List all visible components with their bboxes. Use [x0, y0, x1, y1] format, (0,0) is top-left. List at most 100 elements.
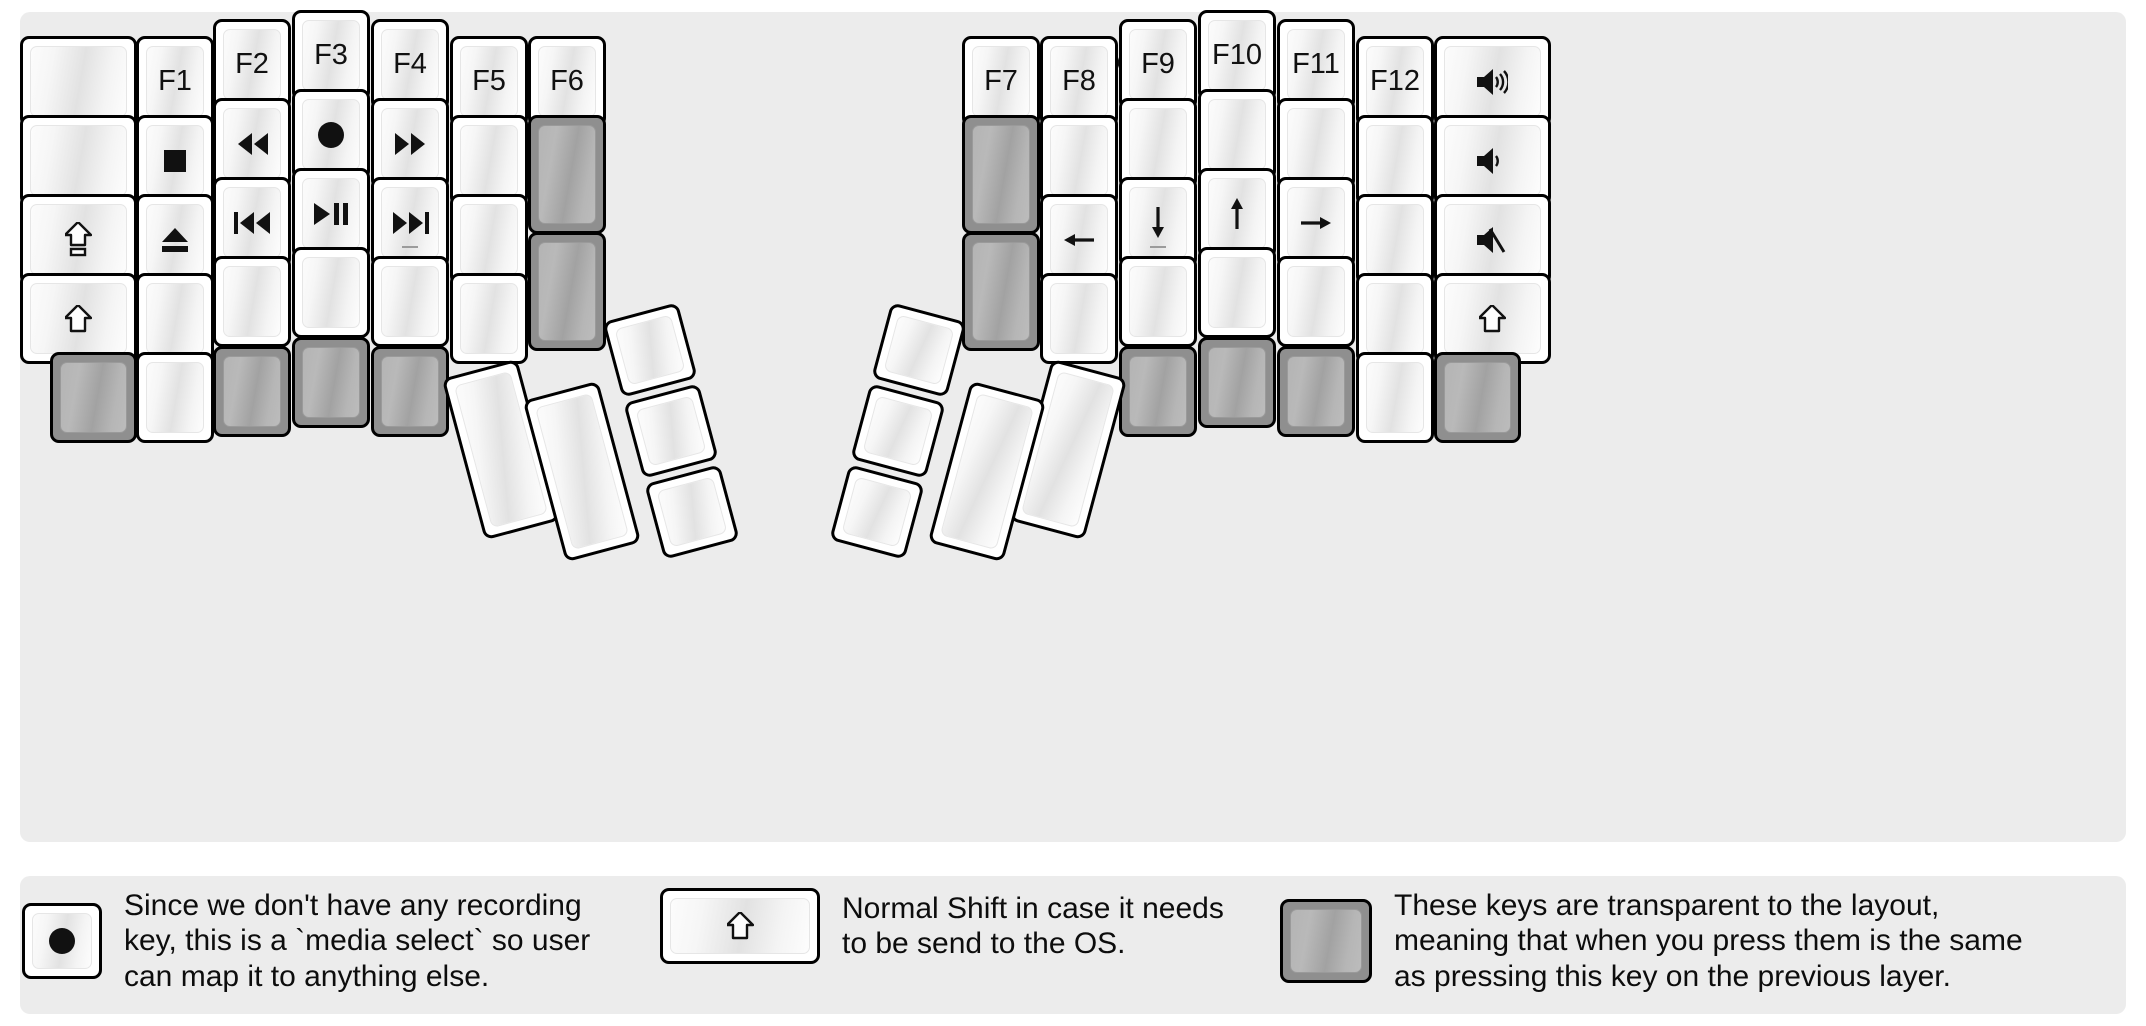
- key-left-media-record[interactable]: [292, 89, 370, 180]
- key-left-media-eject[interactable]: [136, 194, 214, 285]
- keycap-face: F1: [146, 46, 204, 117]
- keycap-face: F7: [972, 46, 1030, 117]
- key-left-shift[interactable]: [20, 273, 137, 364]
- key-right-col3-row1[interactable]: [1198, 89, 1276, 180]
- key-left-media-rewind[interactable]: [213, 98, 291, 189]
- key-left-f6[interactable]: F6: [528, 36, 606, 127]
- key-right-f8[interactable]: F8: [1040, 36, 1118, 127]
- key-left-media-next-track[interactable]: [371, 177, 449, 268]
- keycap-face: [1366, 204, 1424, 275]
- key-left-media-play-pause[interactable]: [292, 168, 370, 259]
- key-label: F7: [984, 65, 1018, 97]
- key-right-f11[interactable]: F11: [1277, 19, 1355, 110]
- key-label: F8: [1062, 65, 1096, 97]
- keycap-face: [972, 242, 1030, 341]
- key-right-col0-tall1-transparent[interactable]: [962, 115, 1040, 234]
- key-right-col0-tall2-transparent[interactable]: [962, 232, 1040, 351]
- key-right-col4-row1[interactable]: [1277, 98, 1355, 189]
- key-left-col3-row3[interactable]: [292, 247, 370, 338]
- key-right-col2-row1[interactable]: [1119, 98, 1197, 189]
- key-left-col6-tall2-transparent[interactable]: [528, 232, 606, 351]
- key-right-col5-row3[interactable]: [1356, 273, 1434, 364]
- key-left-caps-lock[interactable]: [20, 194, 137, 285]
- key-left-f4[interactable]: F4: [371, 19, 449, 110]
- legend-panel: [20, 876, 2126, 1014]
- key-right-col5-row1[interactable]: [1356, 115, 1434, 206]
- key-left-col5-row3[interactable]: [450, 273, 528, 364]
- key-right-col2-row4-transparent[interactable]: [1119, 346, 1197, 437]
- keycap-face: [1287, 266, 1345, 337]
- key-right-f10[interactable]: F10: [1198, 10, 1276, 101]
- keycap-face: [972, 125, 1030, 224]
- key-right-arrow-left[interactable]: [1040, 194, 1118, 285]
- key-right-col6-row4-transparent[interactable]: [1434, 352, 1521, 443]
- key-right-col3-row3[interactable]: [1198, 247, 1276, 338]
- key-right-f9[interactable]: F9: [1119, 19, 1197, 110]
- key-label: F12: [1370, 65, 1420, 97]
- keycap-face: [1129, 356, 1187, 427]
- key-left-col4-row3[interactable]: [371, 256, 449, 347]
- key-label: F2: [235, 48, 269, 80]
- key-label: F6: [550, 65, 584, 97]
- key-right-col1-row3[interactable]: [1040, 273, 1118, 364]
- key-left-col4-row4-transparent[interactable]: [371, 346, 449, 437]
- volume-mute-icon: [1477, 226, 1508, 253]
- key-right-f7[interactable]: F7: [962, 36, 1040, 127]
- key-left-col1-row4[interactable]: [136, 352, 214, 443]
- key-right-shift[interactable]: [1434, 273, 1551, 364]
- keycap-face: F11: [1287, 29, 1345, 100]
- media-rewind-icon: [236, 132, 269, 155]
- key-right-col2-row3[interactable]: [1119, 256, 1197, 347]
- key-left-f1[interactable]: F1: [136, 36, 214, 127]
- keycap-face: [30, 204, 127, 275]
- keycap-face: [1290, 909, 1362, 974]
- key-left-col0-row0[interactable]: [20, 36, 137, 127]
- key-right-col1-row1[interactable]: [1040, 115, 1118, 206]
- key-left-f5[interactable]: F5: [450, 36, 528, 127]
- key-left-col6-tall1-transparent[interactable]: [528, 115, 606, 234]
- key-right-col5-row4[interactable]: [1356, 352, 1434, 443]
- key-right-col4-row4-transparent[interactable]: [1277, 346, 1355, 437]
- key-right-volume-mute[interactable]: [1434, 194, 1551, 285]
- key-label: F4: [393, 48, 427, 80]
- key-left-col5-row2[interactable]: [450, 194, 528, 285]
- key-left-col0-row1[interactable]: [20, 115, 137, 206]
- key-left-col2-row3[interactable]: [213, 256, 291, 347]
- key-left-col0-row4-transparent[interactable]: [50, 352, 137, 443]
- key-right-arrow-right[interactable]: [1277, 177, 1355, 268]
- key-left-media-fast-forward[interactable]: [371, 98, 449, 189]
- key-right-f12[interactable]: F12: [1356, 36, 1434, 127]
- note-transparent-swatch: [1280, 899, 1372, 984]
- keycap-face: [60, 362, 127, 433]
- keycap-face: [862, 395, 934, 467]
- key-left-col1-row3[interactable]: [136, 273, 214, 364]
- keycap-face: [302, 347, 360, 418]
- key-left-col5-row1[interactable]: [450, 115, 528, 206]
- keycap-face: [146, 204, 204, 275]
- key-left-media-stop[interactable]: [136, 115, 214, 206]
- keycap-face: [146, 283, 204, 354]
- key-right-arrow-up[interactable]: [1198, 168, 1276, 259]
- volume-down-icon: [1477, 147, 1508, 174]
- arrow-down-icon: [1147, 206, 1169, 239]
- keycap-face: [302, 99, 360, 170]
- key-right-col3-row4-transparent[interactable]: [1198, 337, 1276, 428]
- note-shift-swatch: [660, 888, 820, 964]
- keycap-face: [883, 314, 955, 386]
- key-left-f3[interactable]: F3: [292, 10, 370, 101]
- key-right-col4-row3[interactable]: [1277, 256, 1355, 347]
- key-right-arrow-down[interactable]: [1119, 177, 1197, 268]
- key-left-col2-row4-transparent[interactable]: [213, 346, 291, 437]
- key-right-volume-down[interactable]: [1434, 115, 1551, 206]
- key-right-col5-row2[interactable]: [1356, 194, 1434, 285]
- key-left-f2[interactable]: F2: [213, 19, 291, 110]
- keycap-face: [656, 476, 728, 548]
- keycap-face: [223, 187, 281, 258]
- note-record-text: Since we don't have any recording key, t…: [124, 889, 591, 993]
- key-left-media-prev-track[interactable]: [213, 177, 291, 268]
- key-left-col3-row4-transparent[interactable]: [292, 337, 370, 428]
- keycap-face: [1129, 187, 1187, 258]
- keycap-face: [538, 242, 596, 341]
- key-right-volume-up[interactable]: [1434, 36, 1551, 127]
